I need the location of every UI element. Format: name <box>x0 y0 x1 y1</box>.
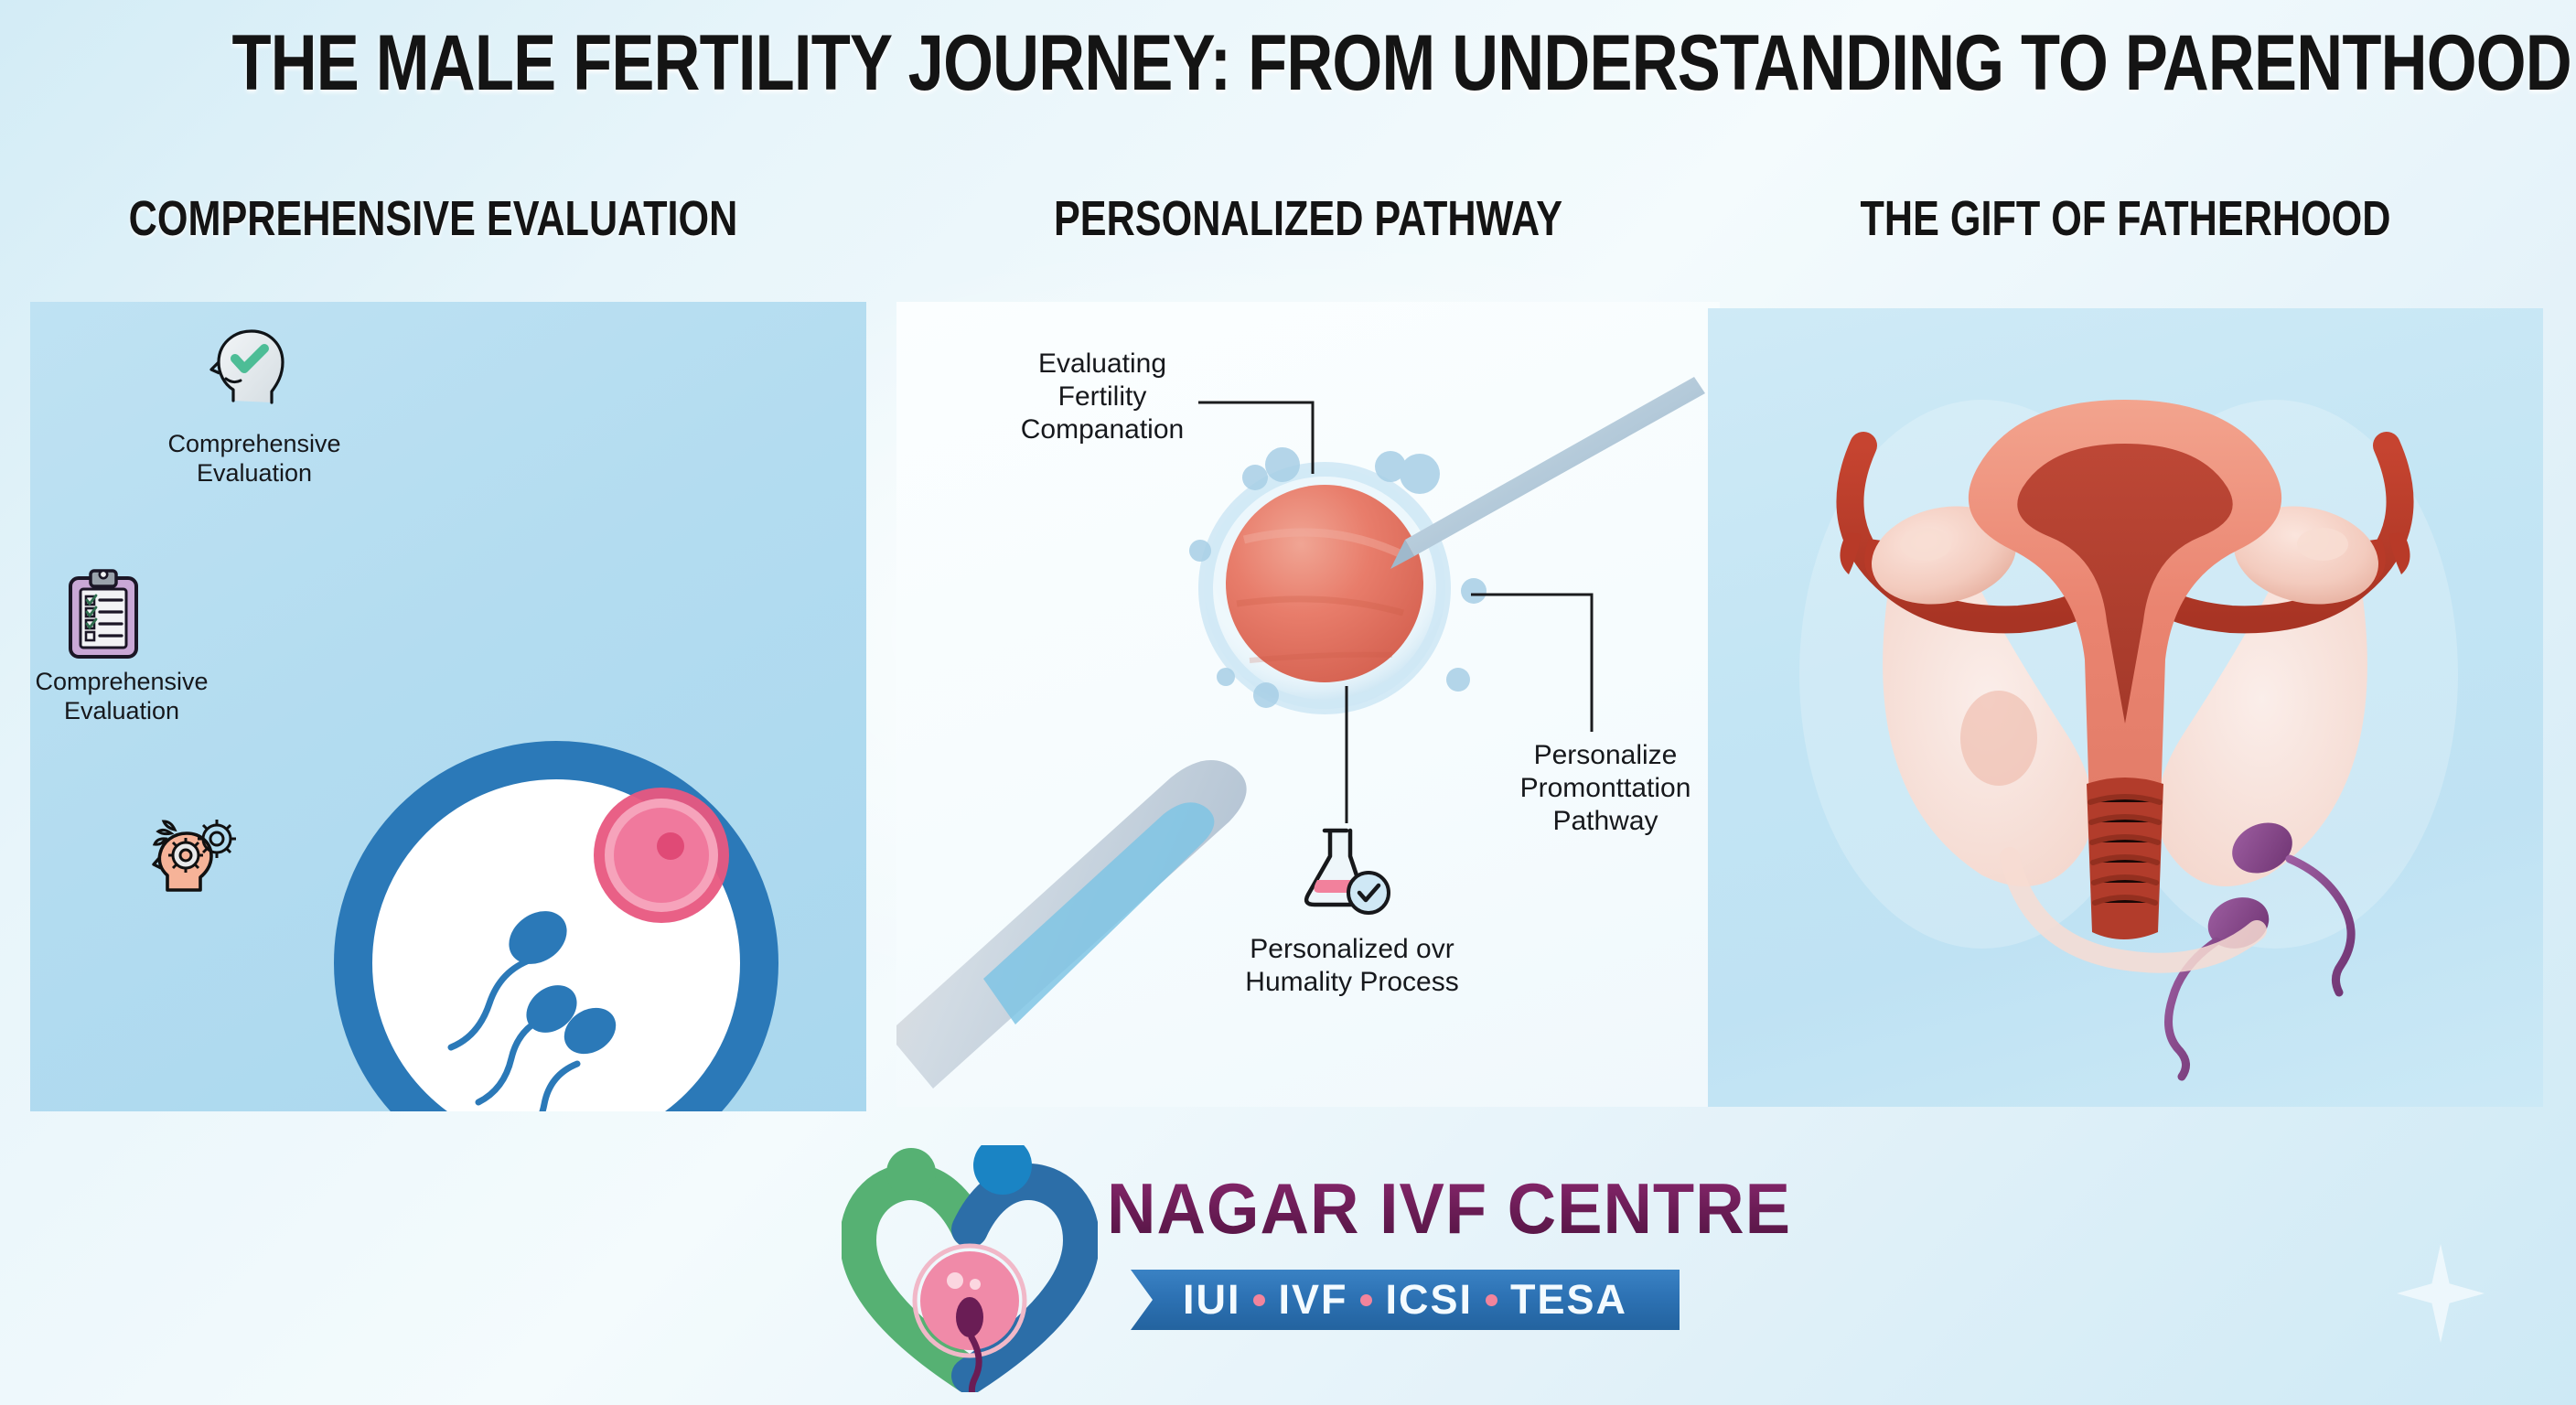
callout-humality-process-line2: Humality Process <box>1245 967 1459 997</box>
service-ivf: IVF <box>1278 1276 1348 1323</box>
heart-family-embryo-logo-mark <box>842 1145 1098 1392</box>
egg-cell <box>594 788 729 923</box>
page-title: THE MALE FERTILITY JOURNEY: FROM UNDERST… <box>231 19 2571 107</box>
brand-name: NAGAR IVF CENTRE <box>1107 1168 1791 1249</box>
bullet-dot-icon <box>1253 1293 1266 1306</box>
brand-logo: NAGAR IVF CENTRE IUI IVF ICSI TESA <box>823 1142 1790 1398</box>
head-gears-icon <box>147 819 242 902</box>
section-heading-comprehensive-evaluation: COMPREHENSIVE EVALUATION <box>128 191 738 246</box>
callout-personalize-pathway: Personalize Promonttation Pathway <box>1491 739 1720 838</box>
clipboard-label-line2: Evaluation <box>63 696 180 724</box>
sparkle-icon <box>2397 1244 2485 1343</box>
callout-leader-lines <box>1198 401 1594 823</box>
callout-evaluating-fertility-line1: Evaluating <box>1037 349 1167 379</box>
holding-pipette <box>896 760 1247 1089</box>
bullet-dot-icon <box>1486 1293 1498 1306</box>
service-iui: IUI <box>1182 1276 1241 1323</box>
clipboard-checklist-icon <box>65 567 142 667</box>
service-tesa: TESA <box>1510 1276 1628 1323</box>
callout-evaluating-fertility-line2: Fertility <box>1057 381 1147 412</box>
sperm-cell <box>2232 822 2356 997</box>
callout-personalize-pathway-line3: Pathway <box>1552 806 1658 836</box>
panel-gift-of-fatherhood <box>1708 308 2543 1107</box>
panel-personalized-pathway: Evaluating Fertility Companation Persona… <box>896 302 1720 1107</box>
head-check-label-line2: Evaluation <box>196 458 313 487</box>
clipboard-label: Comprehensive Evaluation <box>30 668 236 725</box>
clipboard-label-line1: Comprehensive <box>35 668 209 695</box>
sperm-cell <box>447 956 535 1051</box>
uterus-anatomy-with-sperm-illustration <box>1799 400 2458 1081</box>
sperm-cell <box>2164 897 2270 1081</box>
head-check-label-line1: Comprehensive <box>167 430 341 457</box>
callout-humality-process: Personalized ovr Humality Process <box>1215 933 1489 999</box>
callout-personalize-pathway-line1: Personalize <box>1533 740 1678 770</box>
flask-check-icon <box>1304 828 1390 915</box>
bullet-dot-icon <box>1360 1293 1373 1306</box>
section-heading-gift-of-fatherhood: THE GIFT OF FATHERHOOD <box>1860 191 2391 246</box>
panel-comprehensive-evaluation: Comprehensive Evaluation Comprehensive E… <box>30 302 866 1111</box>
section-heading-personalized-pathway: PERSONALIZED PATHWAY <box>1053 191 1563 246</box>
injection-needle <box>1390 377 1705 569</box>
magnifier-sperm-egg-illustration <box>305 718 866 1111</box>
head-check-icon <box>206 324 297 420</box>
services-ribbon: IUI IVF ICSI TESA <box>1131 1270 1680 1330</box>
callout-evaluating-fertility: Evaluating Fertility Companation <box>988 348 1217 446</box>
head-check-label: Comprehensive Evaluation <box>85 430 424 488</box>
service-icsi: ICSI <box>1385 1276 1474 1323</box>
callout-evaluating-fertility-line3: Companation <box>1020 414 1185 445</box>
sperm-cell <box>539 1060 581 1111</box>
icsi-micro-injection-illustration <box>896 377 1705 1089</box>
callout-humality-process-line1: Personalized ovr <box>1250 934 1454 964</box>
callout-personalize-pathway-line2: Promonttation <box>1519 773 1691 803</box>
